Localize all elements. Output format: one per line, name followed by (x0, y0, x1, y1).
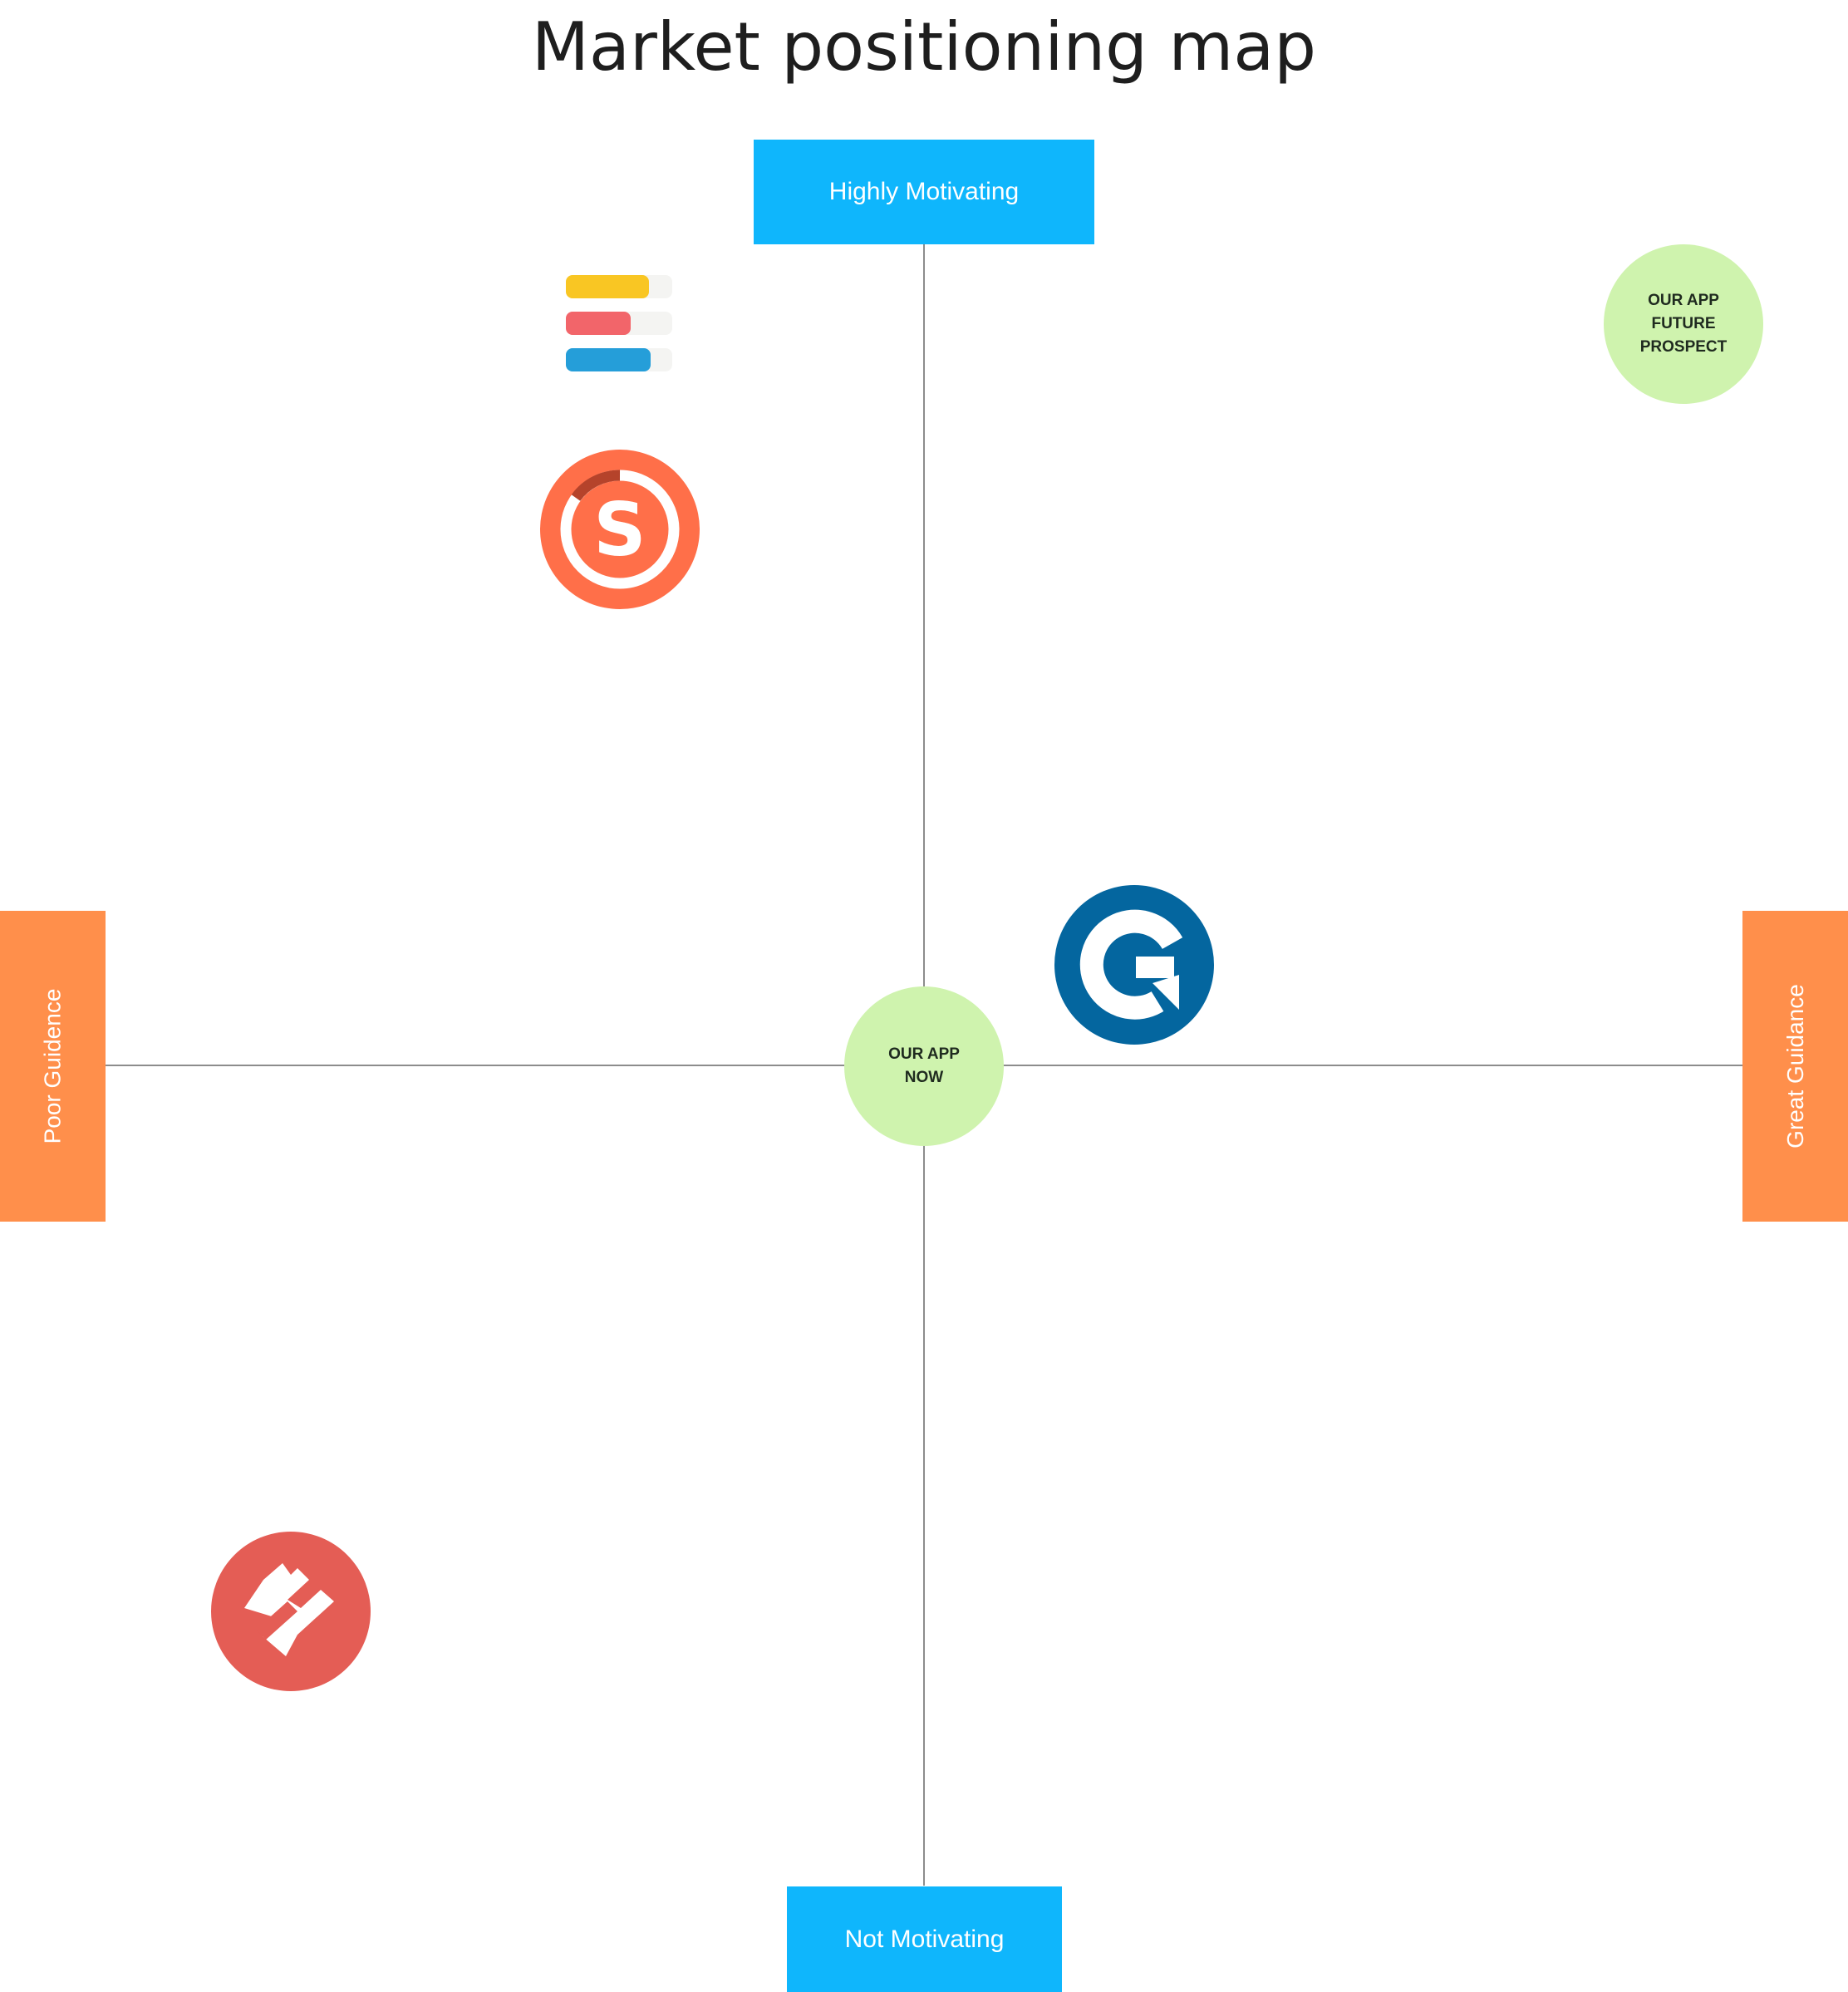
bottom-axis-label: Not Motivating (844, 1925, 1005, 1953)
horizontal-axis-line-right (1003, 1065, 1742, 1066)
our-app-future-line1: OUR APP (1648, 292, 1719, 309)
right-axis-label: Great Guidance (1782, 984, 1808, 1148)
our-app-now-line2: NOW (904, 1069, 944, 1086)
s-ring-app-icon: S (540, 450, 700, 609)
top-axis-label: Highly Motivating (828, 178, 1020, 205)
our-app-future-bubble: OUR APP FUTURE PROSPECT (1604, 244, 1763, 404)
page-title: Market positioning map (531, 8, 1317, 86)
our-app-future-line2: FUTURE (1651, 315, 1716, 332)
vertical-axis-line (923, 244, 925, 986)
left-axis-label: Poor Guidence (39, 988, 66, 1144)
left-axis-label-box: Poor Guidence (0, 911, 106, 1222)
g-arrow-app-icon (1054, 885, 1214, 1045)
right-axis-label-box: Great Guidance (1742, 911, 1848, 1222)
our-app-now-line1: OUR APP (888, 1045, 960, 1063)
vertical-axis-line-lower (923, 1144, 925, 1886)
svg-text:S: S (593, 487, 646, 573)
our-app-future-line3: PROSPECT (1639, 338, 1728, 356)
top-axis-label-box: Highly Motivating (754, 140, 1094, 244)
our-app-now-bubble: OUR APP NOW (844, 986, 1004, 1146)
tag-app-icon (211, 1532, 371, 1691)
bottom-axis-label-box: Not Motivating (787, 1886, 1062, 1992)
horizontal-axis-line-left (106, 1065, 845, 1066)
bars-app-icon (565, 274, 675, 374)
